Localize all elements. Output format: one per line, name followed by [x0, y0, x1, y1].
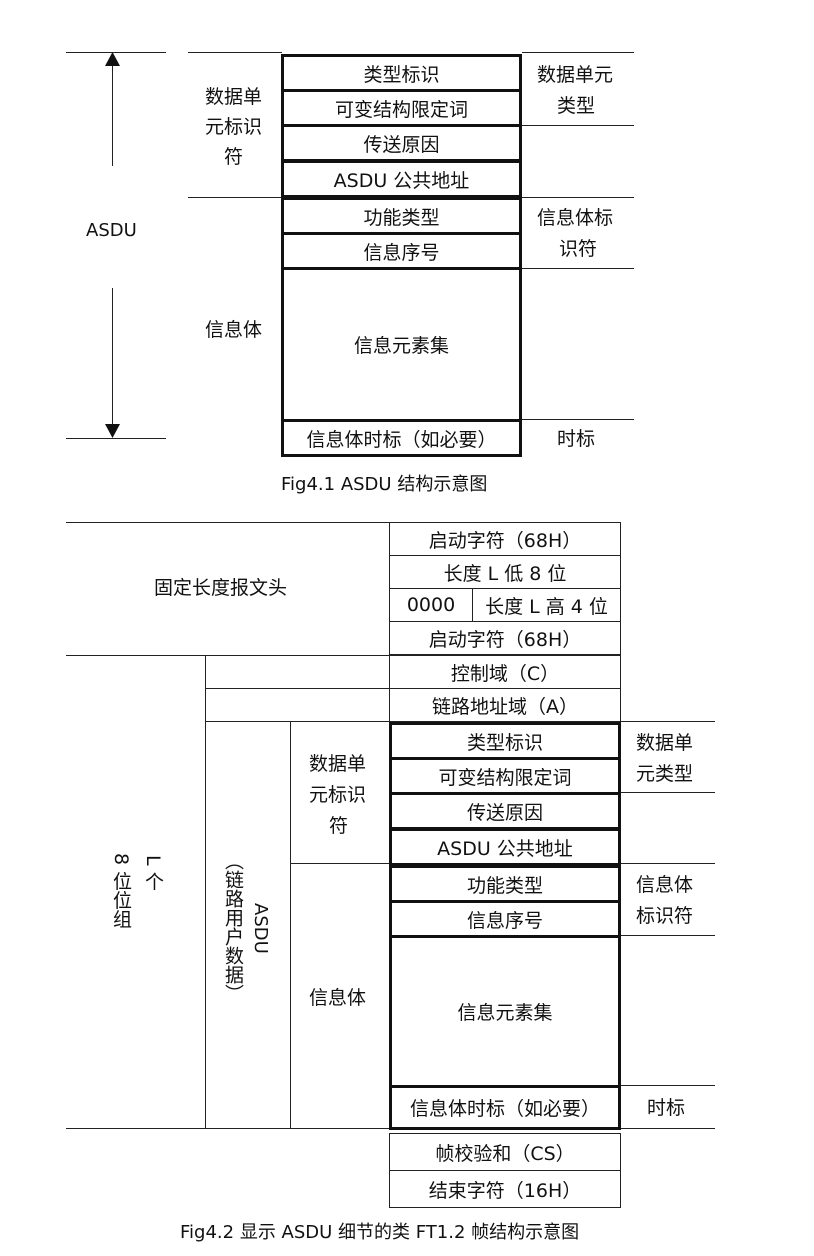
fig1-asdu-label: ASDU	[86, 220, 137, 241]
fig2-data-unit-type-line1: 数据单	[636, 732, 694, 754]
fig1-right-line-1	[522, 125, 634, 126]
fig2-info-object-id-line1: 信息体	[636, 874, 694, 896]
fig2-fixed-header-label: 固定长度报文头	[154, 577, 288, 599]
fig1-data-unit-type-line1: 数据单元	[537, 64, 614, 86]
fig2-data-unit-id-line3: 符	[329, 815, 349, 837]
fig1-arrow-upper-shaft	[112, 62, 113, 166]
fig2-row-function-type: 功能类型	[389, 865, 621, 903]
fig2-row-info-number: 信息序号	[389, 900, 621, 938]
fig2-caption: Fig4.2 显示 ASDU 细节的类 FT1.2 帧结构示意图	[180, 1222, 580, 1243]
fig2-diagram: 固定长度报文头 启动字符（68H） 长度 L 低 8 位 0000 长度 L 高…	[0, 515, 814, 1208]
fig2-right-line-4	[621, 935, 715, 936]
fig2-control-left-top-line	[205, 655, 390, 656]
fig2-data-unit-id-line1: 数据单	[309, 753, 367, 775]
fig1-data-unit-type-line2: 类型	[557, 95, 596, 117]
fig1-right-line-4	[522, 419, 634, 420]
fig2-control-field: 控制域（C）	[389, 655, 621, 689]
fig1-row-type-id: 类型标识	[281, 54, 522, 92]
fig2-group-mid-line	[290, 863, 390, 864]
fig2-l-octets-label-1: L 个	[142, 855, 164, 891]
fig1-row-vsq: 可变结构限定词	[281, 89, 522, 127]
fig1-row-common-address: ASDU 公共地址	[281, 160, 522, 198]
fig2-l-octets-label-2: 8 位位组	[110, 853, 132, 929]
fig2-control-left-mid-line	[205, 688, 390, 689]
fig2-l-octets-right-line	[205, 655, 206, 1128]
fig1-info-object-label: 信息体	[205, 319, 263, 341]
fig1-right-top-line	[522, 52, 634, 53]
fig2-right-line-2	[621, 792, 715, 793]
fig2-row-common-address: ASDU 公共地址	[389, 828, 621, 866]
fig2-right-line-5	[621, 1085, 715, 1086]
fig2-row-vsq: 可变结构限定词	[389, 757, 621, 795]
fig2-asdu-label: ASDU	[250, 903, 271, 954]
fig2-body-bottom-line	[66, 1128, 390, 1129]
fig1-arrow-down-icon	[105, 424, 120, 438]
fig2-start-char-2: 启动字符（68H）	[389, 621, 621, 655]
fig1-right-line-3	[522, 268, 634, 269]
fig1-info-object-id-line2: 识符	[559, 238, 598, 260]
fig1-row-time-tag: 信息体时标（如必要）	[281, 419, 522, 457]
fig2-right-line-3	[621, 863, 715, 864]
fig2-right-line-6	[621, 1128, 715, 1129]
fig1-top-extent-line	[66, 52, 166, 53]
fig2-control-left-bottom-line	[205, 721, 390, 722]
fig2-row-type-id: 类型标识	[389, 722, 621, 760]
fig2-length-high-prefix: 0000	[389, 588, 473, 622]
fig2-right-line-1	[621, 721, 715, 722]
fig1-arrow-up-icon	[105, 52, 120, 66]
fig2-end-char: 结束字符（16H）	[389, 1170, 621, 1208]
fig2-row-cot: 传送原因	[389, 792, 621, 830]
fig1-data-unit-id-line1: 数据单	[205, 86, 263, 108]
fig2-row-info-elements: 信息元素集	[389, 935, 621, 1088]
fig2-info-object-label: 信息体	[309, 987, 367, 1009]
fig2-data-unit-type-line2: 元类型	[636, 763, 694, 785]
fig1-caption: Fig4.1 ASDU 结构示意图	[281, 474, 488, 495]
fig1-row-info-elements: 信息元素集	[281, 267, 522, 422]
fig2-info-object-id-line2: 标识符	[636, 905, 694, 927]
fig1-left-top-line	[188, 52, 282, 53]
fig1-diagram: ASDU 数据单 元标识 符 信息体 类型标识 可变结构限定词 传送原因 ASD…	[0, 0, 814, 457]
fig2-length-high: 长度 L 高 4 位	[472, 588, 621, 622]
fig2-data-unit-id-line2: 元标识	[309, 784, 367, 806]
fig1-bottom-extent-line	[66, 438, 166, 439]
fig2-asdu-sub-label: （链路用户数据）	[222, 851, 244, 1003]
fig1-arrow-lower-shaft	[112, 288, 113, 428]
fig2-checksum: 帧校验和（CS）	[389, 1133, 621, 1171]
fig1-right-line-2	[522, 197, 634, 198]
fig2-row-time-tag: 信息体时标（如必要）	[389, 1085, 621, 1130]
fig2-length-low: 长度 L 低 8 位	[389, 555, 621, 589]
fig2-header-top-line	[66, 522, 390, 523]
fig2-asdu-right-line	[290, 721, 291, 1128]
fig1-row-cot: 传送原因	[281, 124, 522, 162]
fig1-left-mid-line	[188, 197, 282, 198]
fig1-row-function-type: 功能类型	[281, 197, 522, 235]
fig2-link-address: 链路地址域（A）	[389, 688, 621, 722]
fig2-time-tag-label: 时标	[647, 1097, 686, 1119]
fig1-data-unit-id-line2: 元标识	[205, 116, 263, 138]
fig1-row-info-number: 信息序号	[281, 232, 522, 270]
fig2-start-char-1: 启动字符（68H）	[389, 522, 621, 556]
fig1-info-object-id-line1: 信息体标	[537, 207, 614, 229]
fig1-data-unit-id-line3: 符	[224, 146, 244, 168]
fig1-time-tag-label: 时标	[557, 428, 596, 450]
